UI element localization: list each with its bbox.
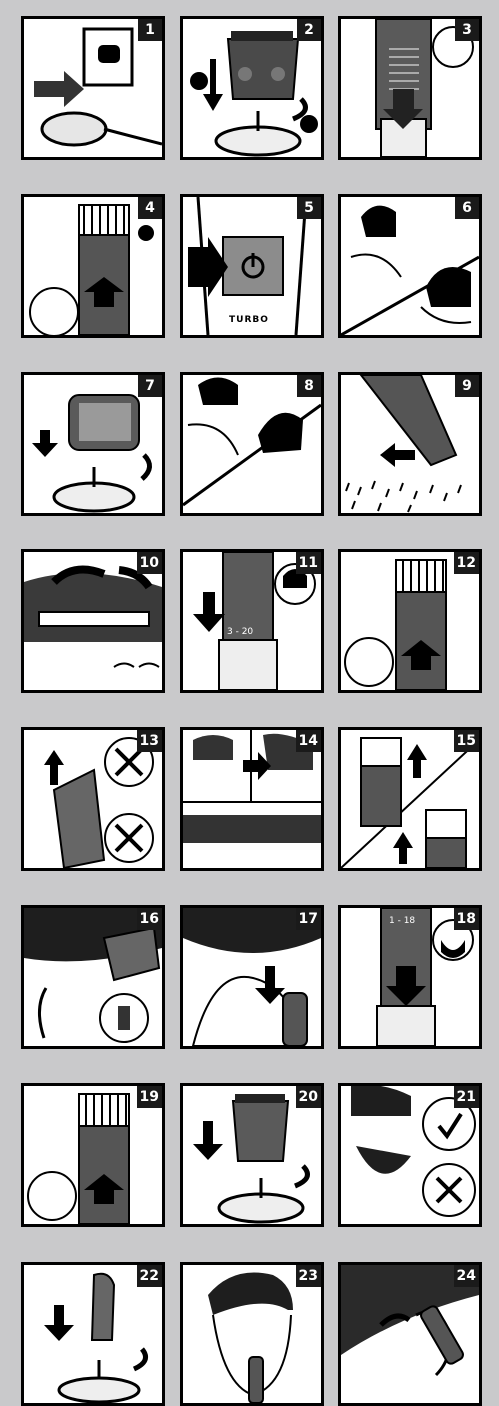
step-panel-6: 6	[338, 194, 482, 338]
step-number: 14	[296, 730, 321, 752]
step-number: 16	[137, 908, 162, 930]
setting-range-label: 3 - 20	[227, 627, 253, 637]
step-number: 1	[138, 19, 162, 41]
step-number: 2	[297, 19, 321, 41]
step-number: 12	[454, 552, 479, 574]
step-panel-9: 9	[338, 372, 482, 516]
step-number: 21	[454, 1086, 479, 1108]
step-panel-15: 15	[338, 727, 482, 871]
step-panel-17: 17	[180, 905, 324, 1049]
step-number: 10	[137, 552, 162, 574]
step-panel-18: 18 1 - 18	[338, 905, 482, 1049]
step-number: 22	[137, 1265, 162, 1287]
step-number: 23	[296, 1265, 321, 1287]
step-panel-13: 13	[21, 727, 165, 871]
step-panel-24: 24	[338, 1262, 482, 1406]
step-number: 9	[455, 375, 479, 397]
step-number: 5	[297, 197, 321, 219]
step-panel-2: 2	[180, 16, 324, 160]
step-panel-23: 23	[180, 1262, 324, 1406]
step-panel-1: 1	[21, 16, 165, 160]
step-panel-11: 11 3 - 20	[180, 549, 324, 693]
step-panel-7: 7	[21, 372, 165, 516]
step-number: 7	[138, 375, 162, 397]
step-number: 3	[455, 19, 479, 41]
step-panel-19: 19	[21, 1083, 165, 1227]
step-number: 4	[138, 197, 162, 219]
step-number: 19	[137, 1086, 162, 1108]
step-number: 20	[296, 1086, 321, 1108]
setting-range-label: 1 - 18	[389, 916, 415, 926]
step-panel-8: 8	[180, 372, 324, 516]
step-panel-22: 22	[21, 1262, 165, 1406]
step-number: 8	[297, 375, 321, 397]
step-number: 6	[455, 197, 479, 219]
step-panel-10: 10	[21, 549, 165, 693]
step-number: 11	[296, 552, 321, 574]
step-panel-20: 20	[180, 1083, 324, 1227]
step-panel-14: 14	[180, 727, 324, 871]
step-panel-12: 12	[338, 549, 482, 693]
step-panel-3: 3	[338, 16, 482, 160]
turbo-label: TURBO	[229, 315, 269, 325]
step-number: 13	[137, 730, 162, 752]
step-number: 15	[454, 730, 479, 752]
step-number: 17	[296, 908, 321, 930]
step-panel-4: 4	[21, 194, 165, 338]
step-panel-16: 16	[21, 905, 165, 1049]
step-panel-21: 21	[338, 1083, 482, 1227]
step-panel-5: 5 TURBO	[180, 194, 324, 338]
step-number: 18	[454, 908, 479, 930]
step-number: 24	[454, 1265, 479, 1287]
